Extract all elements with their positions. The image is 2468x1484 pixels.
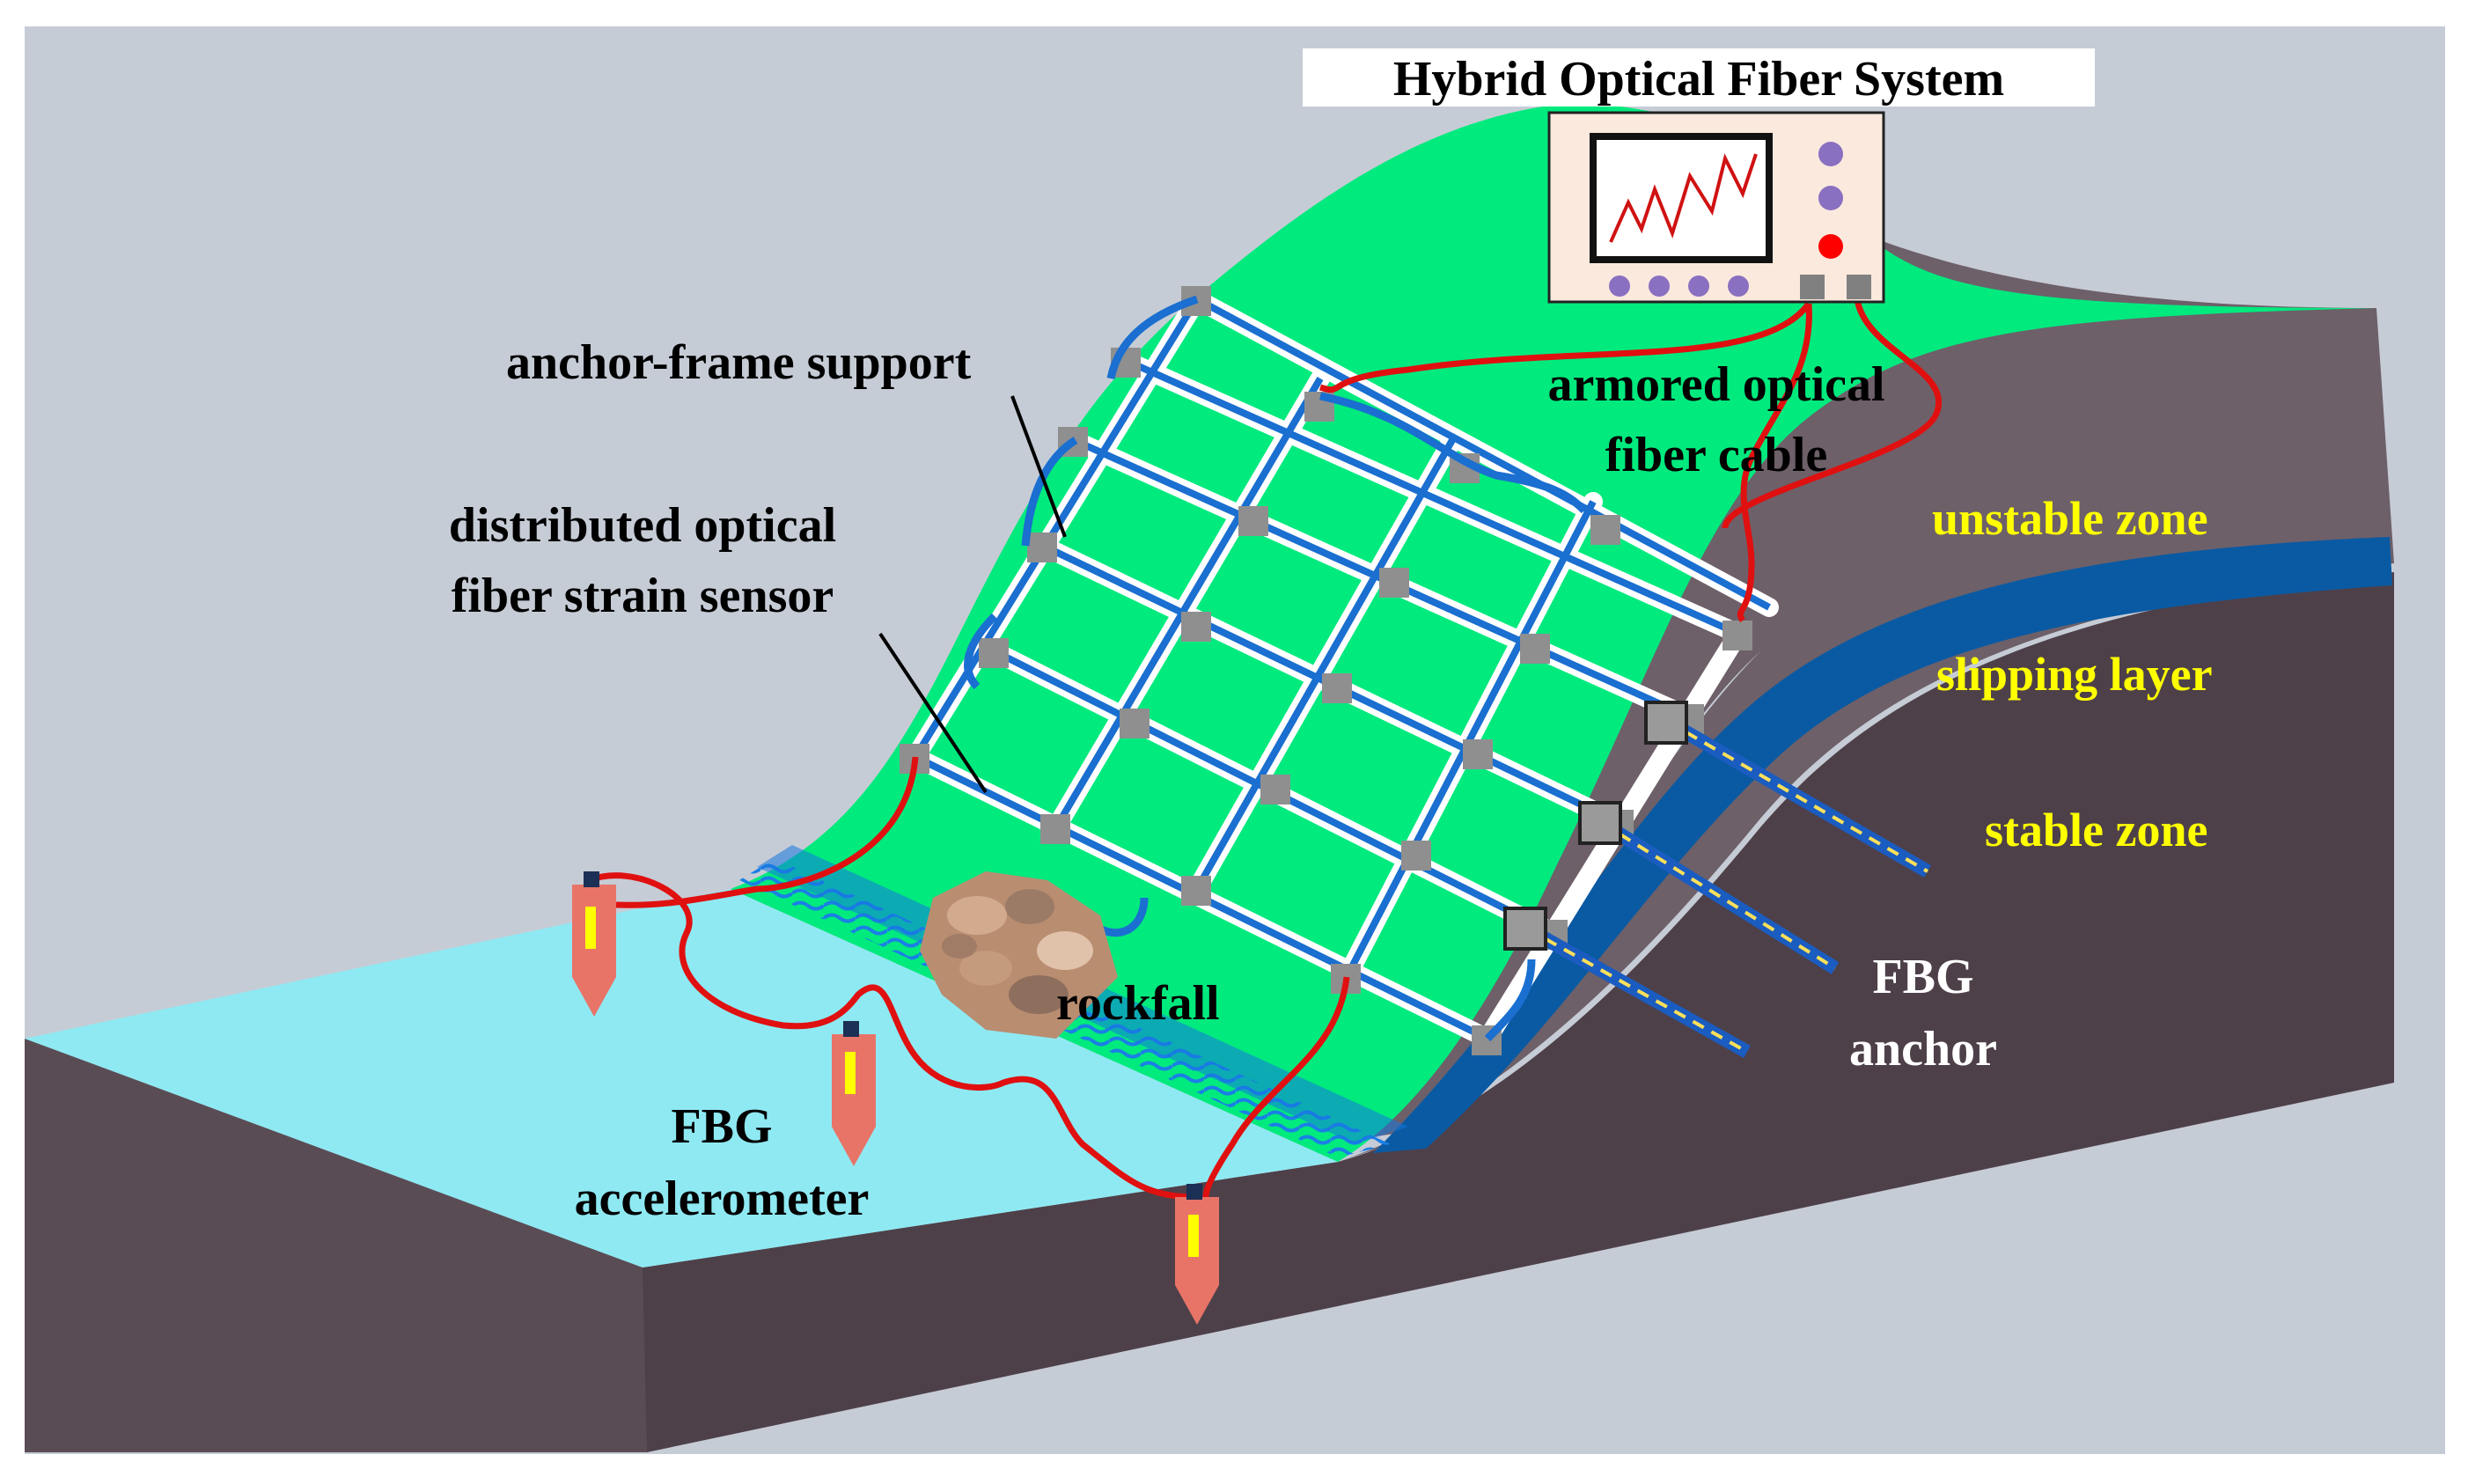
label-slipping-layer: slipping layer: [1936, 648, 2213, 701]
distributed-fiber-loop: [964, 295, 1588, 1042]
label-armored-line1: armored optical: [1547, 357, 1885, 412]
label-distributed-line1: distributed optical: [448, 498, 837, 553]
label-stable-zone: stable zone: [1985, 804, 2208, 856]
label-fbg-anchor-line2: anchor: [1849, 1022, 1997, 1076]
leader-line-anchor-frame: [1010, 395, 1067, 538]
armored-cable: [1318, 298, 1942, 622]
base-block-front: [25, 1039, 647, 1452]
label-fbg-accelerometer-line1: FBG: [671, 1099, 773, 1154]
label-fbg-anchor-line1: FBG: [1872, 950, 1974, 1004]
slipping-layer-band: [1373, 537, 2392, 1153]
fbg-accelerometers: [572, 871, 1219, 1325]
label-armored-line2: fiber cable: [1605, 428, 1828, 482]
monitoring-device: [1547, 111, 1885, 304]
unstable-zone-rock-top: [1320, 176, 2376, 1144]
ground-surface: [25, 889, 1338, 1267]
title-box: [1303, 48, 2095, 107]
label-rockfall: rockfall: [1056, 976, 1220, 1031]
diagram-title: Hybrid Optical Fiber System: [1392, 52, 2005, 107]
label-distributed-line2: fiber strain sensor: [451, 569, 834, 623]
sensor-cable: [588, 756, 1350, 1201]
fbg-anchors: [1503, 701, 1931, 1058]
rockfall-image: [920, 871, 1118, 1039]
leader-line-distributed: [878, 632, 988, 794]
label-anchor-frame-support: anchor-frame support: [506, 335, 972, 390]
label-fbg-accelerometer-line2: accelerometer: [574, 1172, 870, 1226]
label-unstable-zone: unstable zone: [1932, 492, 2208, 545]
